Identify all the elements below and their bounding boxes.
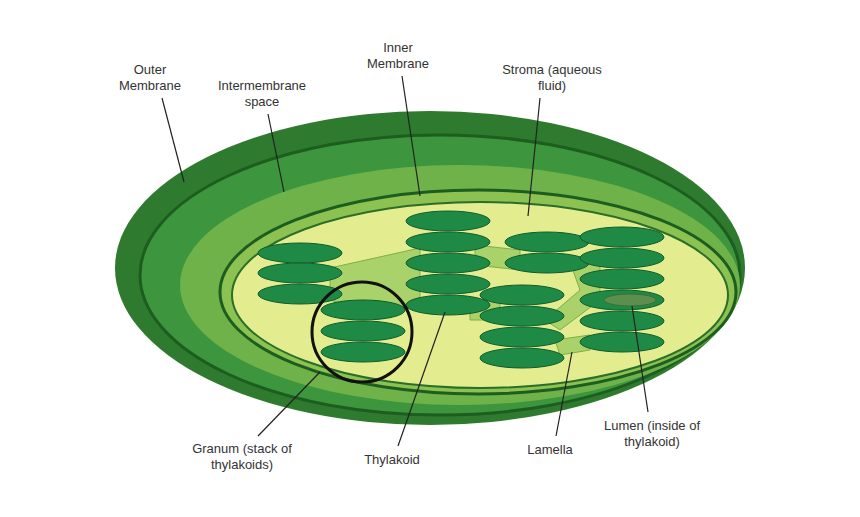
part-label: Thylakoid (347, 452, 437, 468)
part-label: Lumen (inside of thylakoid) (577, 418, 727, 450)
part-label: Outer Membrane (114, 62, 186, 94)
thylakoid-disc (580, 248, 664, 268)
lumen (604, 294, 656, 306)
leader-line (528, 98, 540, 216)
thylakoid-disc (406, 295, 490, 315)
thylakoid-stacks (258, 211, 664, 368)
intermembrane-space (180, 165, 740, 405)
thylakoid-disc (321, 300, 405, 320)
part-label: Inner Membrane (362, 40, 434, 72)
part-label: Granum (stack of thylakoids) (167, 441, 317, 473)
thylakoid-disc (480, 306, 564, 326)
part-label: Intermembrane space (210, 78, 314, 110)
thylakoid-disc (321, 321, 405, 341)
thylakoid-disc (406, 274, 490, 294)
granum-circle (312, 282, 412, 382)
leader-line (556, 352, 572, 436)
thylakoid-disc (580, 227, 664, 247)
part-label: Stroma (aqueous fluid) (497, 62, 607, 94)
leader-line (162, 98, 184, 182)
thylakoid-disc (406, 253, 490, 273)
outer-membrane-face (140, 135, 740, 415)
thylakoid-disc (505, 253, 589, 273)
thylakoid-disc (505, 232, 589, 252)
thylakoid-disc (258, 243, 342, 263)
part-label: Lamella (510, 442, 590, 458)
inner-membrane (220, 190, 736, 394)
thylakoid-disc (580, 311, 664, 331)
leader-lines (162, 76, 648, 446)
stroma (232, 202, 728, 388)
thylakoid-disc (406, 211, 490, 231)
outer-membrane (115, 111, 745, 425)
thylakoid-disc (480, 348, 564, 368)
leader-line (268, 114, 284, 192)
leader-line (402, 76, 420, 196)
thylakoid-disc (480, 327, 564, 347)
thylakoid-disc (258, 263, 342, 283)
leader-line (258, 372, 320, 436)
thylakoid-disc (480, 285, 564, 305)
thylakoid-disc (580, 290, 664, 310)
thylakoid-disc (321, 342, 405, 362)
thylakoid-disc (580, 332, 664, 352)
leader-line (398, 312, 445, 446)
leader-line (632, 306, 648, 412)
thylakoid-disc (580, 269, 664, 289)
thylakoid-disc (406, 232, 490, 252)
